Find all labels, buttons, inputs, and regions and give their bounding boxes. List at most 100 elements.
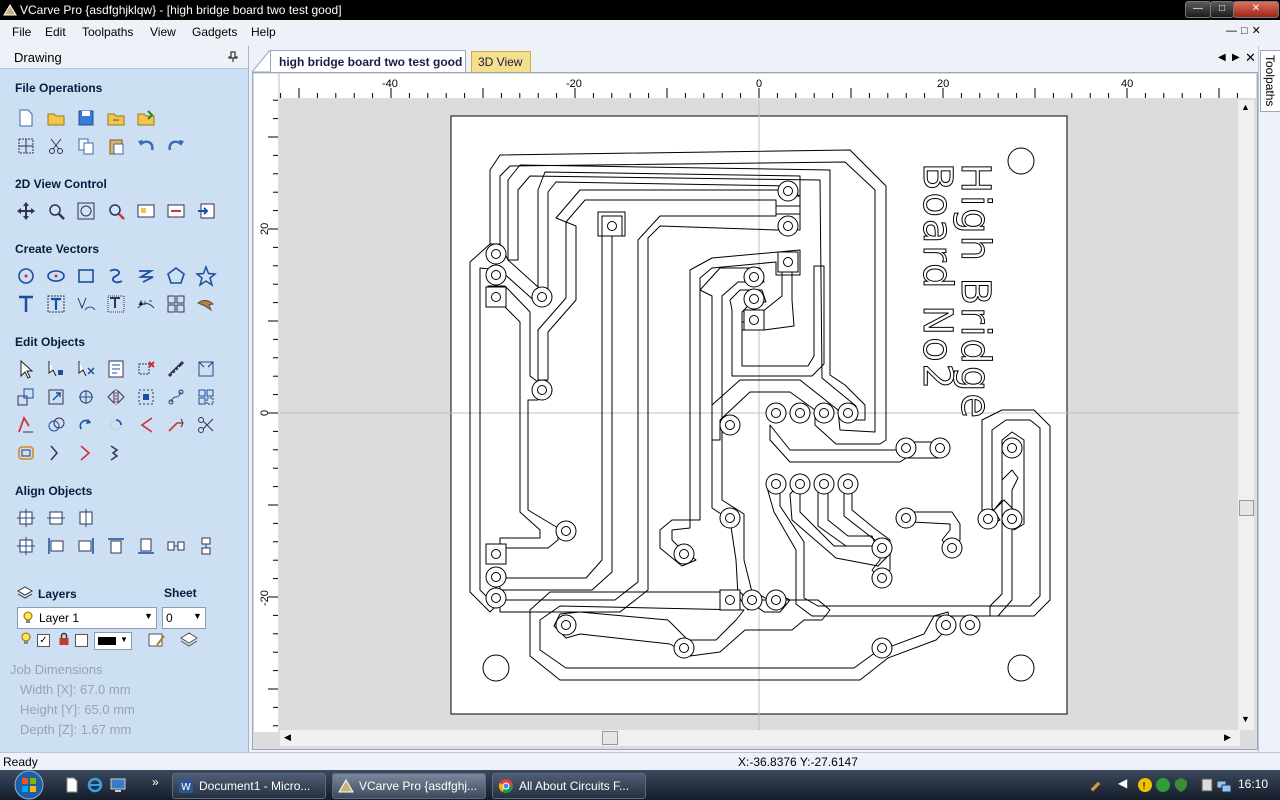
copy-tool[interactable] xyxy=(75,135,97,157)
menu-view[interactable]: View xyxy=(150,25,176,39)
align-top-tool[interactable] xyxy=(105,535,127,557)
menu-toolpaths[interactable]: Toolpaths xyxy=(82,25,134,39)
align-horizontal-center-tool[interactable] xyxy=(45,507,67,529)
pad[interactable] xyxy=(1001,508,1023,530)
pcb-pads[interactable] xyxy=(485,180,1023,659)
vertical-scrollbar[interactable]: ▲ ▼ xyxy=(1238,100,1254,730)
pad[interactable] xyxy=(531,379,553,401)
pad[interactable] xyxy=(719,507,741,529)
scroll-left-icon[interactable]: ◀ xyxy=(284,732,291,742)
show-desktop-icon[interactable] xyxy=(64,777,80,793)
join-vectors-tool[interactable] xyxy=(45,414,67,436)
horizontal-scroll-thumb[interactable] xyxy=(602,731,618,745)
tab-scroll-left-icon[interactable]: ◀ xyxy=(1218,52,1226,63)
delete-object-tool[interactable] xyxy=(135,358,157,380)
pad[interactable] xyxy=(485,264,507,286)
pad[interactable] xyxy=(743,288,765,310)
node-edit-tool[interactable] xyxy=(45,358,67,380)
space-vertical-tool[interactable] xyxy=(195,535,217,557)
zoom-in-tool[interactable] xyxy=(45,200,67,222)
board-label-text[interactable]: High Bridge Board No2 xyxy=(914,163,999,421)
select-pointer-tool[interactable] xyxy=(15,358,37,380)
pad[interactable] xyxy=(673,637,695,659)
square-pad[interactable] xyxy=(485,543,507,565)
draw-text-tool[interactable] xyxy=(15,293,37,315)
quicklaunch-overflow-icon[interactable]: » xyxy=(152,775,159,789)
smooth-vector-tool[interactable] xyxy=(105,442,127,464)
pad[interactable] xyxy=(485,587,507,609)
weld-tool[interactable] xyxy=(15,414,37,436)
extend-tool[interactable] xyxy=(45,442,67,464)
pad[interactable] xyxy=(777,215,799,237)
pad[interactable] xyxy=(977,508,999,530)
draw-star-tool[interactable] xyxy=(195,265,217,287)
align-page-center-tool[interactable] xyxy=(15,535,37,557)
internet-explorer-icon[interactable] xyxy=(87,777,103,793)
align-bottom-tool[interactable] xyxy=(135,535,157,557)
pad[interactable] xyxy=(485,243,507,265)
pad[interactable] xyxy=(871,537,893,559)
view-switch-tool[interactable] xyxy=(195,200,217,222)
import-vectors-tool[interactable] xyxy=(135,107,157,129)
align-vertical-center-tool[interactable] xyxy=(75,507,97,529)
maximize-button[interactable]: □ xyxy=(1210,1,1234,18)
tray-device-icon[interactable] xyxy=(1199,777,1215,793)
copy-along-curve-tool[interactable] xyxy=(165,386,187,408)
curve-fit-tool[interactable] xyxy=(75,414,97,436)
pad[interactable] xyxy=(743,266,765,288)
pad[interactable] xyxy=(935,614,957,636)
tab-scroll-right-icon[interactable]: ▶ xyxy=(1232,52,1240,63)
text-bold-tool[interactable] xyxy=(105,293,127,315)
array-copy-tool[interactable] xyxy=(165,293,187,315)
auto-layout-text-tool[interactable] xyxy=(45,293,67,315)
pad[interactable] xyxy=(895,437,917,459)
mirror-tool[interactable] xyxy=(105,386,127,408)
draw-rectangle-tool[interactable] xyxy=(75,265,97,287)
measure-tool[interactable] xyxy=(165,358,187,380)
menu-gadgets[interactable]: Gadgets xyxy=(192,25,238,39)
start-button[interactable] xyxy=(6,770,52,800)
tray-network-icon[interactable] xyxy=(1216,777,1232,793)
pad[interactable] xyxy=(813,473,835,495)
desktop-icon[interactable] xyxy=(110,777,126,793)
square-pad[interactable] xyxy=(719,589,741,611)
pad[interactable] xyxy=(941,537,963,559)
pad[interactable] xyxy=(837,473,859,495)
pad[interactable] xyxy=(485,566,507,588)
draw-curve-tool[interactable] xyxy=(105,265,127,287)
zoom-extents-tool[interactable] xyxy=(75,200,97,222)
pad[interactable] xyxy=(741,589,763,611)
pad[interactable] xyxy=(673,543,695,565)
draw-ellipse-tool[interactable] xyxy=(45,265,67,287)
pad[interactable] xyxy=(929,437,951,459)
draw-polygon-tool[interactable] xyxy=(165,265,187,287)
trim-tool[interactable] xyxy=(165,414,187,436)
pad[interactable] xyxy=(895,507,917,529)
tab-close-icon[interactable]: ✕ xyxy=(1245,50,1256,65)
mounting-holes[interactable] xyxy=(482,147,1035,682)
lock-icon[interactable] xyxy=(58,632,70,646)
undo-tool[interactable] xyxy=(135,135,157,157)
layer-color-dropdown[interactable]: ▼ xyxy=(94,632,132,650)
square-pad[interactable] xyxy=(485,286,507,308)
pad[interactable] xyxy=(719,414,741,436)
menu-help[interactable]: Help xyxy=(251,25,276,39)
close-button[interactable]: ✕ xyxy=(1233,1,1279,18)
layer-manager-icon[interactable] xyxy=(179,631,199,649)
pad[interactable] xyxy=(765,402,787,424)
square-pad[interactable] xyxy=(743,309,765,331)
text-arc-tool[interactable] xyxy=(135,293,157,315)
open-recent-tool[interactable] xyxy=(105,107,127,129)
object-properties-tool[interactable] xyxy=(105,358,127,380)
menu-edit[interactable]: Edit xyxy=(45,25,66,39)
tab-3d-view[interactable]: 3D View xyxy=(471,51,531,73)
pad[interactable] xyxy=(959,614,981,636)
sheet-dropdown[interactable]: 0 ▼ xyxy=(162,607,206,629)
tray-expand-icon[interactable]: ◀ xyxy=(1118,776,1128,790)
move-tool[interactable] xyxy=(15,386,37,408)
tray-security-icon[interactable] xyxy=(1155,777,1171,793)
close-vector-tool[interactable] xyxy=(75,442,97,464)
pad[interactable] xyxy=(765,589,787,611)
tray-network-tool-icon[interactable] xyxy=(1088,777,1104,793)
menu-file[interactable]: File xyxy=(12,25,32,39)
